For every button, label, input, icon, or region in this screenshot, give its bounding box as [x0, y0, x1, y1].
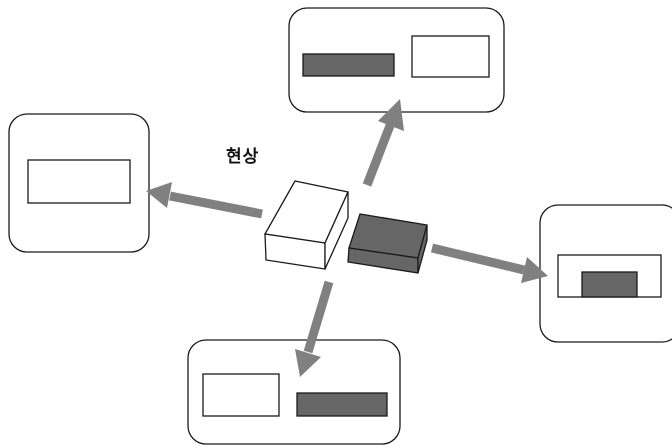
panel-right-view: [539, 204, 672, 343]
white-block-top-view: [411, 35, 490, 78]
arrow-up: [362, 99, 404, 187]
dark-block-top-view: [302, 53, 395, 77]
dark-block-right-view: [581, 271, 638, 298]
white-3d-block: [263, 180, 349, 270]
panel-left-view: [8, 113, 150, 253]
panel-bottom-view: [187, 339, 401, 445]
white-block-left-view: [27, 159, 131, 204]
arrow-down: [295, 280, 334, 377]
dark-block-bottom-view: [296, 392, 388, 417]
white-block-bottom-view: [202, 373, 280, 417]
center-label: 현상: [226, 147, 260, 167]
arrow-left: [146, 182, 263, 219]
arrow-right: [430, 243, 548, 283]
panel-top-view: [288, 7, 505, 113]
dark-3d-block: [347, 213, 428, 274]
